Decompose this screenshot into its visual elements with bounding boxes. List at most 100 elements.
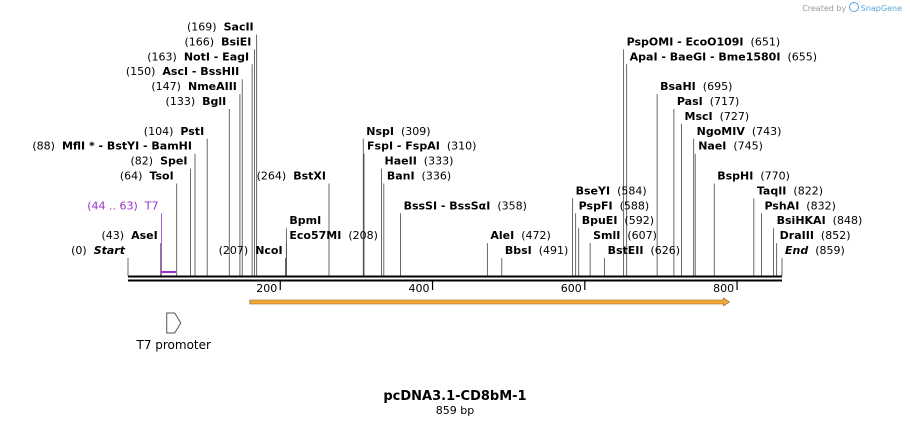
site-position-bgli: (133) bbox=[166, 95, 196, 108]
site-label-bseyi[interactable]: BseYI(584) bbox=[576, 184, 647, 197]
site-name-psti: PstI bbox=[180, 125, 204, 138]
site-label-psti[interactable]: (104)PstI bbox=[144, 125, 204, 138]
site-position-bsssi-bsss-i: (358) bbox=[497, 199, 527, 212]
site-name-nmeaiii: NmeAIII bbox=[188, 80, 237, 93]
site-label-bsphi[interactable]: BspHI(770) bbox=[717, 170, 790, 183]
site-label-bstxi[interactable]: (264)BstXI bbox=[257, 170, 326, 183]
site-label-bbsi[interactable]: BbsI (491) bbox=[505, 244, 569, 257]
site-position-bbsi: (491) bbox=[539, 244, 569, 257]
site-label-start[interactable]: (0) Start bbox=[71, 244, 126, 257]
site-position-smli: (607) bbox=[627, 229, 657, 242]
site-name-ngomiv: NgoMIV bbox=[697, 125, 746, 138]
site-label-msci[interactable]: MscI (727) bbox=[685, 110, 750, 123]
site-position-fspi-fspai: (310) bbox=[447, 140, 477, 153]
site-name-taqii: TaqII bbox=[757, 184, 787, 197]
promoter-arrow-icon[interactable] bbox=[166, 312, 182, 334]
site-position-bsihkai: (848) bbox=[833, 214, 863, 227]
site-position-asci-bsshii: (150) bbox=[126, 65, 156, 78]
site-label-naei[interactable]: NaeI(745) bbox=[698, 140, 763, 153]
tick-label-600: 600 bbox=[561, 282, 582, 295]
site-name-apai-baegi-bme1580i: ApaI - BaeGI - Bme1580I bbox=[630, 50, 781, 63]
site-name-noti-eagi: NotI - EagI bbox=[184, 50, 249, 63]
site-label-asei[interactable]: (43) AseI bbox=[102, 229, 158, 242]
site-position-nspi: (309) bbox=[401, 125, 431, 138]
site-label-taqii[interactable]: TaqII (822) bbox=[757, 184, 823, 197]
site-name-end: End bbox=[785, 244, 808, 257]
site-label-eco57mi[interactable]: Eco57MI(208) bbox=[289, 229, 378, 242]
site-label-bsahi[interactable]: BsaHI(695) bbox=[660, 80, 732, 93]
plasmid-length: 859 bp bbox=[436, 404, 474, 417]
site-position-end: (859) bbox=[815, 244, 845, 257]
site-label-bsihkai[interactable]: BsiHKAI(848) bbox=[777, 214, 863, 227]
site-label-noti-eagi[interactable]: (163)NotI - EagI bbox=[147, 50, 249, 63]
site-position-bsiei: (166) bbox=[184, 35, 214, 48]
site-position-msci: (727) bbox=[720, 110, 750, 123]
site-label-tsoi[interactable]: (64) TsoI bbox=[120, 170, 174, 183]
site-name-bsphi: BspHI bbox=[717, 170, 753, 183]
site-position-nmeaiii: (147) bbox=[151, 80, 181, 93]
site-position-t7: (44 .. 63) bbox=[87, 199, 138, 212]
site-label-mfli-bstyi-bamhi[interactable]: (88)MflI * - BstYI - BamHI bbox=[32, 140, 192, 153]
site-label-bsiei[interactable]: (166) BsiEI bbox=[184, 35, 251, 48]
site-label-apai-baegi-bme1580i[interactable]: ApaI - BaeGI - Bme1580I (655) bbox=[630, 50, 817, 63]
site-name-bseyi: BseYI bbox=[576, 184, 610, 197]
site-label-alei[interactable]: AleI(472) bbox=[490, 229, 550, 242]
site-position-pspomi-ecoo109i: (651) bbox=[751, 35, 781, 48]
site-label-draiii[interactable]: DraIII(852) bbox=[780, 229, 851, 242]
site-name-bsiei: BsiEI bbox=[221, 35, 251, 48]
site-label-nspi[interactable]: NspI(309) bbox=[366, 125, 430, 138]
site-label-spei[interactable]: (82)SpeI bbox=[130, 155, 187, 168]
site-label-sacii[interactable]: (169)SacII bbox=[187, 21, 254, 34]
site-position-pasi: (717) bbox=[710, 95, 740, 108]
site-label-bpmi[interactable]: BpmI bbox=[289, 214, 321, 227]
site-position-ncoi: (207) bbox=[219, 244, 249, 257]
site-label-fspi-fspai[interactable]: FspI - FspAI (310) bbox=[367, 140, 476, 153]
site-label-ngomiv[interactable]: NgoMIV (743) bbox=[697, 125, 782, 138]
site-name-alei: AleI bbox=[490, 229, 514, 242]
site-label-nmeaiii[interactable]: (147) NmeAIII bbox=[151, 80, 237, 93]
site-position-apai-baegi-bme1580i: (655) bbox=[787, 50, 817, 63]
site-label-bpuei[interactable]: BpuEI(592) bbox=[582, 214, 654, 227]
site-label-asci-bsshii[interactable]: (150)AscI - BssHII bbox=[126, 65, 239, 78]
site-name-smli: SmlI bbox=[593, 229, 620, 242]
site-position-bani: (336) bbox=[422, 170, 452, 183]
site-name-bbsi: BbsI bbox=[505, 244, 532, 257]
snapgene-logo-icon bbox=[848, 2, 859, 12]
site-name-eco57mi: Eco57MI bbox=[289, 229, 341, 242]
site-name-bsteii: BstEII bbox=[608, 244, 644, 257]
site-label-bsssi-bsss-i[interactable]: BssSI - BssSαI(358) bbox=[404, 199, 527, 212]
site-name-naei: NaeI bbox=[698, 140, 726, 153]
site-name-pspomi-ecoo109i: PspOMI - EcoO109I bbox=[627, 35, 744, 48]
site-name-start: Start bbox=[94, 244, 126, 257]
site-name-draiii: DraIII bbox=[780, 229, 814, 242]
site-label-pspfi[interactable]: PspFI(588) bbox=[579, 199, 650, 212]
site-name-bani: BanI bbox=[387, 170, 415, 183]
site-position-taqii: (822) bbox=[793, 184, 823, 197]
site-name-bsahi: BsaHI bbox=[660, 80, 696, 93]
site-name-fspi-fspai: FspI - FspAI bbox=[367, 140, 440, 153]
site-name-msci: MscI bbox=[685, 110, 713, 123]
site-position-tsoi: (64) bbox=[120, 170, 143, 183]
site-label-pasi[interactable]: PasI(717) bbox=[677, 95, 739, 108]
site-label-pspomi-ecoo109i[interactable]: PspOMI - EcoO109I (651) bbox=[627, 35, 781, 48]
site-label-bgli[interactable]: (133)BglI bbox=[166, 95, 227, 108]
site-label-smli[interactable]: SmlI (607) bbox=[593, 229, 657, 242]
site-label-end[interactable]: End (859) bbox=[785, 244, 845, 257]
orf-arrow[interactable] bbox=[249, 297, 731, 307]
site-name-tsoi: TsoI bbox=[149, 170, 173, 183]
site-labels: (0) Start (43) AseI (44 .. 63)T7 (64) TsoI (82)… bbox=[32, 21, 862, 258]
dna-backbone bbox=[128, 275, 782, 282]
site-position-asei: (43) bbox=[102, 229, 125, 242]
site-position-start: (0) bbox=[71, 244, 87, 257]
site-name-asei: AseI bbox=[131, 229, 158, 242]
site-label-haeii[interactable]: HaeII(333) bbox=[385, 155, 454, 168]
site-label-ncoi[interactable]: (207)NcoI bbox=[219, 244, 283, 257]
site-position-ngomiv: (743) bbox=[752, 125, 782, 138]
site-label-pshai[interactable]: PshAI(832) bbox=[764, 199, 835, 212]
site-label-t7[interactable]: (44 .. 63)T7 bbox=[87, 199, 158, 212]
site-label-bani[interactable]: BanI (336) bbox=[387, 170, 451, 183]
site-position-pshai: (832) bbox=[806, 199, 836, 212]
site-position-mfli-bstyi-bamhi: (88) bbox=[32, 140, 55, 153]
site-label-bsteii[interactable]: BstEII(626) bbox=[608, 244, 680, 257]
